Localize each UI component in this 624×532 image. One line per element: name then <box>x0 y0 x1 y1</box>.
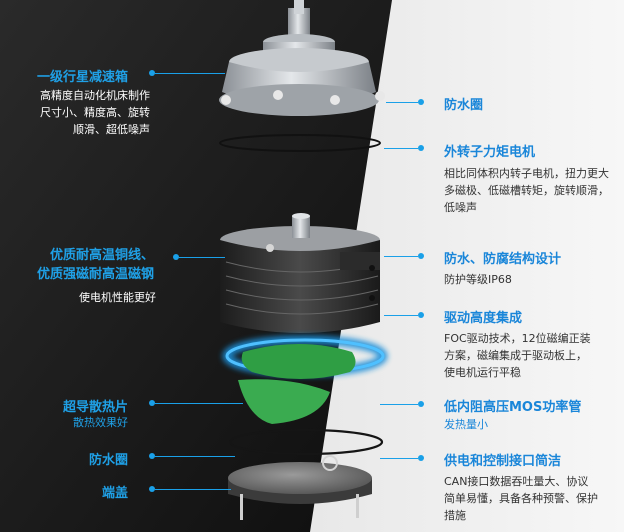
interface-desc-line: 措施 <box>444 509 466 522</box>
mount-hole <box>369 295 375 301</box>
gearbox-base <box>219 84 379 116</box>
lower-seal-pointer-dot <box>149 453 155 459</box>
driver-pointer-dot <box>418 312 424 318</box>
copper-pointer-dot <box>173 254 179 260</box>
end-cover-pointer-line <box>155 489 231 490</box>
copper-title-line: 优质强磁耐高温磁钢 <box>36 267 154 282</box>
motor-pointer-dot <box>418 145 424 151</box>
mos-pointer-dot <box>418 401 424 407</box>
cover-screw <box>240 494 243 520</box>
output-shaft <box>288 8 310 40</box>
cover-screw <box>356 494 359 518</box>
gearbox-pointer-dot <box>149 70 155 76</box>
motor-shaft <box>292 216 310 238</box>
connector-port <box>322 455 338 471</box>
gearbox-title: 一级行星减速箱 <box>36 70 128 85</box>
lower-seal-pointer-line <box>155 456 235 457</box>
upper-seal-title: 防水圈 <box>444 98 484 113</box>
protection-title: 防水、防腐结构设计 <box>444 252 562 267</box>
interface-pointer-line <box>380 458 418 459</box>
copper-desc: 使电机性能更好 <box>79 291 156 304</box>
gearbox-pointer-line <box>155 73 225 74</box>
driver-desc-line: 方案，磁编集成于驱动板上， <box>444 349 587 362</box>
driver-desc-line: 使电机运行平稳 <box>444 366 521 379</box>
protection-pointer-line <box>384 256 418 257</box>
motor-pointer-line <box>384 148 418 149</box>
housing-fin <box>225 275 379 287</box>
copper-title: 优质耐高温铜线、 优质强磁耐高温磁钢 <box>37 246 154 284</box>
interface-desc: CAN接口数据吞吐量大、协议 简单易懂，具备各种预警、保护 措施 <box>444 473 598 524</box>
end-cover-face <box>228 462 372 494</box>
gearbox-desc: 高精度自动化机床制作 尺寸小、精度高、旋转 顺滑、超低噪声 <box>40 87 150 138</box>
interface-pointer-dot <box>418 455 424 461</box>
motor-title: 外转子力矩电机 <box>444 145 536 160</box>
end-cover-pointer-dot <box>149 486 155 492</box>
driver-pointer-line <box>384 315 418 316</box>
mount-hole <box>369 265 375 271</box>
driver-title: 驱动高度集成 <box>444 311 523 326</box>
bolt <box>273 90 283 100</box>
heat-sink-plate <box>238 379 330 424</box>
heatsink-sub: 散热效果好 <box>73 416 128 429</box>
housing-fin <box>225 303 379 315</box>
copper-pointer-line <box>179 257 225 258</box>
heatsink-title: 超导散热片 <box>62 400 128 415</box>
end-cover <box>228 455 372 520</box>
driver-desc: FOC驱动技术，12位磁编正装 方案，磁编集成于驱动板上， 使电机运行平稳 <box>444 330 591 381</box>
gearbox <box>219 0 385 116</box>
motor-desc-line: 多磁极、低磁槽转矩，旋转顺滑， <box>444 184 609 197</box>
motor-top-face <box>220 226 380 254</box>
gearbox-desc-line: 尺寸小、精度高、旋转 <box>40 106 150 119</box>
gearbox-desc-line: 高精度自动化机床制作 <box>40 89 150 102</box>
driver-pcb <box>241 344 356 379</box>
gearbox-desc-line: 顺滑、超低噪声 <box>73 123 150 136</box>
shaft-tip <box>294 0 304 14</box>
housing-fin <box>225 289 379 301</box>
motor-mount-block <box>340 252 380 270</box>
heatsink-pointer-dot <box>149 400 155 406</box>
upper-seal-pointer-line <box>386 102 418 103</box>
motor-desc: 相比同体积内转子电机，扭力更大 多磁极、低磁槽转矩，旋转顺滑， 低噪声 <box>444 165 609 216</box>
protection-pointer-dot <box>418 253 424 259</box>
bolt <box>375 91 385 101</box>
lower-seal-title: 防水圈 <box>88 453 128 468</box>
interface-desc-line: CAN接口数据吞吐量大、协议 <box>444 475 589 488</box>
driver-desc-line: FOC驱动技术，12位磁编正装 <box>444 332 591 345</box>
motor-desc-line: 低噪声 <box>444 201 477 214</box>
mos-pointer-line <box>380 404 418 405</box>
lower-seal-ring <box>228 428 384 456</box>
bolt <box>221 95 231 105</box>
outer-rotor-motor <box>220 213 380 333</box>
upper-seal-ring <box>219 134 381 152</box>
motor-desc-line: 相比同体积内转子电机，扭力更大 <box>444 167 609 180</box>
gearbox-top-face <box>229 48 369 76</box>
end-cover-title: 端盖 <box>101 486 128 501</box>
mos-sub: 发热量小 <box>444 418 488 431</box>
motor-shaft-top <box>292 213 310 219</box>
copper-title-line: 优质耐高温铜线、 <box>49 248 154 263</box>
heatsink-pointer-line <box>155 403 243 404</box>
interface-title: 供电和控制接口简洁 <box>444 454 562 469</box>
motor-screw <box>266 244 274 252</box>
interface-desc-line: 简单易懂，具备各种预警、保护 <box>444 492 598 505</box>
upper-seal-pointer-dot <box>418 99 424 105</box>
protection-desc: 防护等级IP68 <box>444 273 512 286</box>
bolt <box>330 95 340 105</box>
mos-title: 低内阻高压MOS功率管 <box>444 400 582 415</box>
